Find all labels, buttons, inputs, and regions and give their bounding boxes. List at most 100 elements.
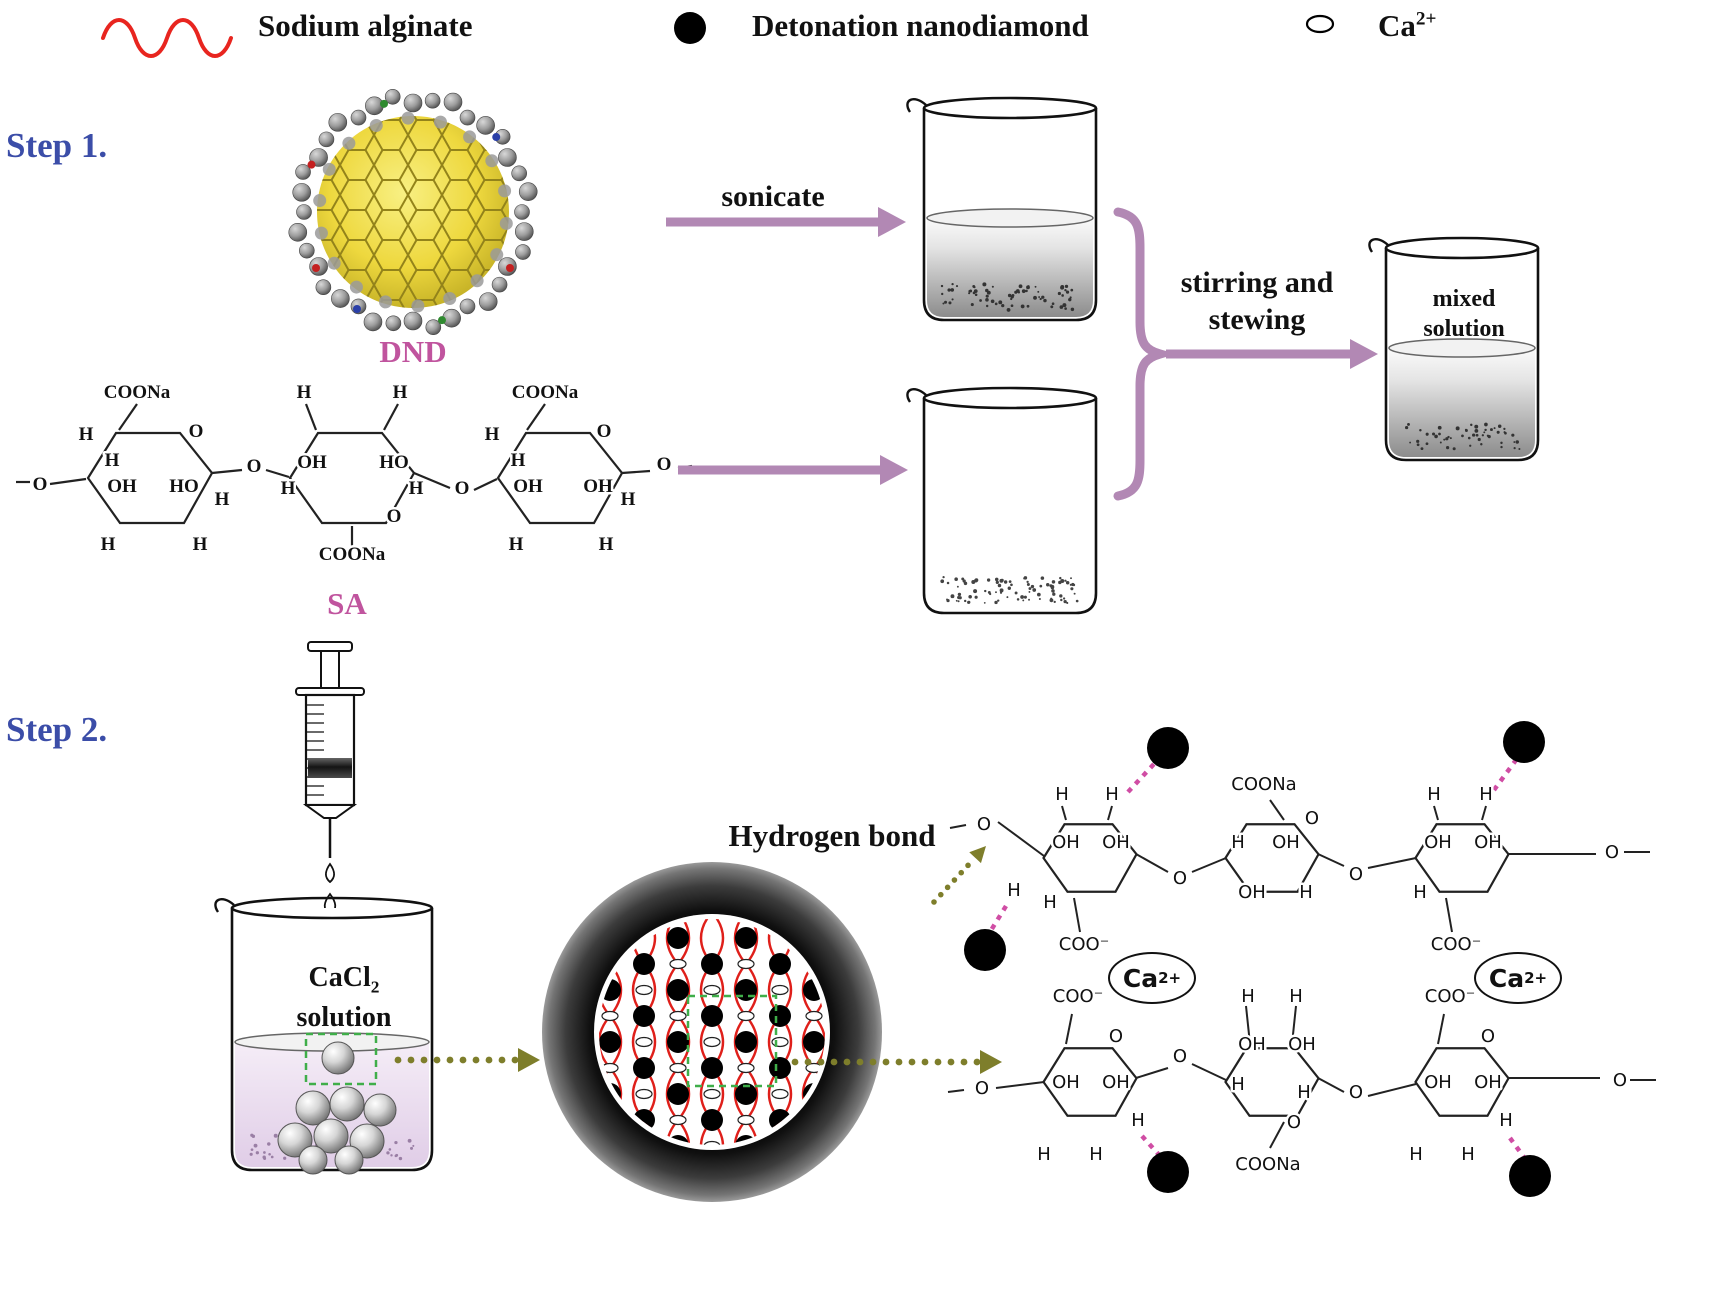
- mixed-solution-label-line1: mixed: [1432, 286, 1496, 312]
- chem-label: OH: [513, 476, 543, 497]
- chem-label: O: [597, 421, 612, 442]
- chem-label: H: [485, 424, 500, 445]
- chem-label: H: [1043, 892, 1057, 913]
- chem-label: H: [1499, 1110, 1513, 1131]
- chem-label: OH: [107, 476, 137, 497]
- green-dashed-box: [686, 994, 778, 1088]
- chem-label: H: [281, 478, 296, 499]
- chem-label: OH: [1288, 1034, 1316, 1055]
- chem-label: OH: [1238, 882, 1266, 903]
- chem-label: O: [975, 1078, 989, 1099]
- cacl2-base: CaCl: [308, 962, 371, 993]
- chem-label: H: [1289, 986, 1303, 1007]
- legend-label-detonation-nanodiamond: Detonation nanodiamond: [752, 8, 1089, 43]
- chem-label: COO⁻: [1431, 934, 1481, 955]
- ca-sup: 2+: [1415, 8, 1437, 30]
- chem-label: OH: [297, 452, 327, 473]
- chem-label: H: [621, 489, 636, 510]
- chem-label: H: [1409, 1144, 1423, 1165]
- chem-label: O: [455, 478, 470, 499]
- chem-label: H: [1299, 882, 1313, 903]
- ca-base: Ca: [1488, 963, 1525, 993]
- chem-label: OH: [1474, 832, 1502, 853]
- dnd-molecule-image: [288, 88, 538, 336]
- chem-label: OH: [1052, 1072, 1080, 1093]
- chem-label: O: [977, 814, 991, 835]
- chem-label: H: [1055, 784, 1069, 805]
- chem-label: OH: [1102, 1072, 1130, 1093]
- syringe: [295, 641, 365, 917]
- dnd-particle: [1503, 721, 1545, 763]
- chem-label: HO: [169, 476, 199, 497]
- chem-label: COONa: [104, 382, 171, 403]
- chem-label: COO⁻: [1059, 934, 1109, 955]
- chem-label: OH: [583, 476, 613, 497]
- chem-label: H: [1037, 1144, 1051, 1165]
- chem-label: COONa: [319, 544, 386, 565]
- step2-label: Step 2.: [6, 710, 108, 749]
- hydrogen-bond-dash: [988, 904, 1008, 934]
- chem-label: O: [387, 506, 402, 527]
- chem-label: OH: [1102, 832, 1130, 853]
- chem-label: H: [101, 534, 116, 555]
- hydrogen-bond-dash: [1140, 1134, 1162, 1158]
- chem-label: H: [1131, 1110, 1145, 1131]
- chem-label: O: [657, 454, 672, 475]
- sonicate-label: sonicate: [721, 180, 825, 213]
- beakers: [906, 96, 1540, 615]
- chem-label: OH: [1424, 832, 1452, 853]
- chem-label: H: [1427, 784, 1441, 805]
- chem-label: H: [215, 489, 230, 510]
- dnd-caption: DND: [379, 334, 447, 369]
- chem-label: H: [1007, 880, 1021, 901]
- chem-label: H: [1105, 784, 1119, 805]
- chem-label: O: [1173, 1046, 1187, 1067]
- chem-label: COONa: [512, 382, 579, 403]
- dotted-arrows: [394, 846, 1002, 1074]
- process-arrows: [666, 207, 1378, 485]
- chem-label: H: [511, 450, 526, 471]
- chem-label: H: [509, 534, 524, 555]
- chem-label: O: [1173, 868, 1187, 889]
- chem-label: O: [1305, 808, 1319, 829]
- cacl2-sub: 2: [370, 977, 380, 997]
- chem-label: O: [1605, 842, 1619, 863]
- dnd-particle: [1509, 1155, 1551, 1197]
- ca-sup: 2+: [1158, 969, 1182, 987]
- chem-label: H: [193, 534, 208, 555]
- chem-label: H: [1231, 832, 1245, 853]
- legend-label-sodium-alginate: Sodium alginate: [258, 8, 473, 43]
- chem-label: COONa: [1235, 1154, 1300, 1175]
- cacl2-label-line1: CaCl2: [309, 962, 380, 998]
- dnd-particle: [964, 929, 1006, 971]
- droplet-icon: [324, 862, 336, 884]
- stirring-label-line2: stewing: [1208, 303, 1306, 336]
- step1-label: Step 1.: [6, 126, 108, 165]
- chem-label: H: [297, 382, 312, 403]
- ca-base: Ca: [1122, 963, 1159, 993]
- cacl2-label-line2: solution: [296, 1002, 392, 1033]
- chem-label: H: [599, 534, 614, 555]
- hydrogen-bond-label: Hydrogen bond: [728, 818, 936, 853]
- curly-brace: [1113, 207, 1177, 501]
- dnd-particle: [1147, 1151, 1189, 1193]
- chem-label: O: [189, 421, 204, 442]
- filled-circle-icon: [674, 12, 706, 44]
- legend-label-ca2plus: Ca2+: [1378, 8, 1436, 44]
- chem-label: COONa: [1231, 774, 1296, 795]
- chem-label: O: [33, 474, 48, 495]
- dnd-particle: [1147, 727, 1189, 769]
- hydrogen-bond-dash: [1126, 762, 1156, 794]
- chem-label: H: [393, 382, 408, 403]
- chem-label: H: [105, 450, 120, 471]
- ca-sup: 2+: [1524, 969, 1548, 987]
- ca-base: Ca: [1378, 8, 1416, 43]
- chem-label: OH: [1272, 832, 1300, 853]
- sa-caption: SA: [327, 586, 367, 621]
- chem-label: O: [247, 456, 262, 477]
